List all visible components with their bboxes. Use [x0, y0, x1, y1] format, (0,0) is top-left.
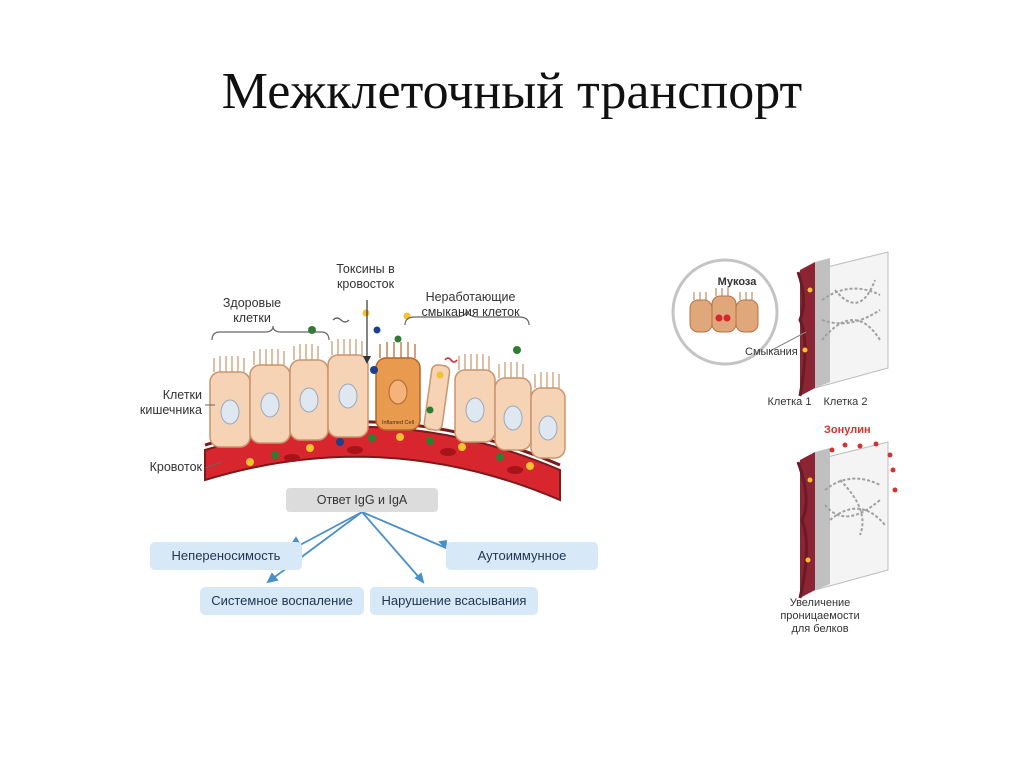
mucosa-label: Мукоза [717, 276, 757, 288]
permeability-caption: Увеличение проницаемости для белков [780, 597, 860, 635]
cell1-label: Клетка 1 [767, 396, 812, 408]
broken-bracket [404, 309, 530, 326]
junction-panel-2 [796, 441, 898, 599]
response-box: Ответ IgG и IgA [286, 488, 438, 512]
autoimmune-pill: Аутоиммунное [446, 542, 598, 570]
bloodstream-label: Кровоток [149, 460, 202, 474]
intolerance-pill: Непереносимость [150, 542, 302, 570]
healthy-cell [209, 354, 369, 448]
blood-particles [246, 433, 534, 474]
healthy-cells-label: Здоровые клетки [222, 296, 282, 325]
inflamed-cell-label: Inflamed Cell [382, 420, 414, 426]
cell2-label: Клетка 2 [823, 396, 868, 408]
villi [213, 339, 363, 372]
healthy-bracket [211, 325, 330, 341]
zonulin-label: Зонулин [824, 424, 871, 436]
broken-junctions-label: Неработающие смыкания клеток [421, 290, 520, 319]
cell-nucleus [220, 383, 358, 425]
intestinal-cells-label: Клетки кишечника [139, 388, 202, 417]
systemic-inflammation-pill: Системное воспаление [200, 587, 364, 615]
junction-panel-1 [796, 251, 889, 397]
slide-title: Межклеточный транспорт [221, 63, 803, 120]
malabsorption-pill: Нарушение всасывания [370, 587, 538, 615]
toxin-particles [308, 309, 521, 414]
toxins-label: Токсины в кровосток [336, 262, 395, 291]
junctions-label: Смыкания [745, 346, 798, 358]
